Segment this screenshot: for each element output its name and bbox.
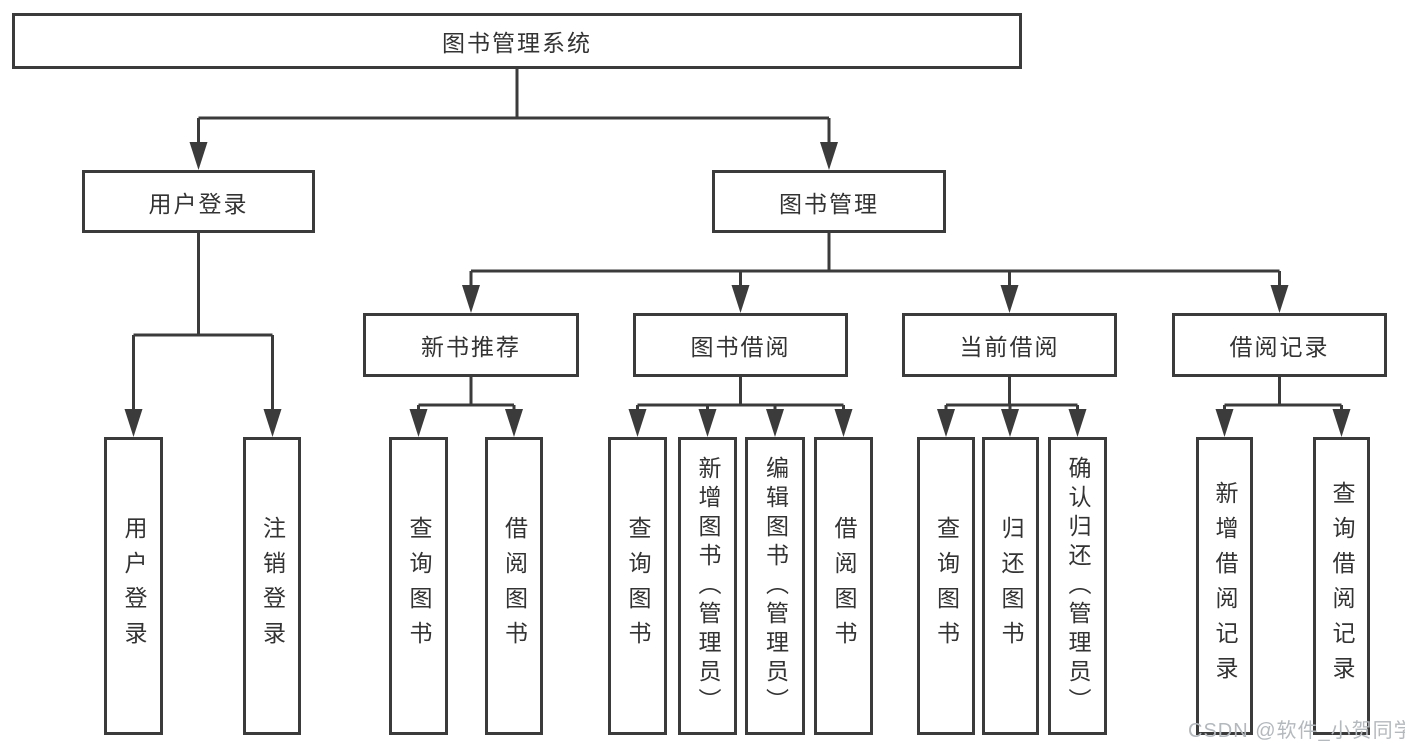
node-root-label: 图书管理系统 [442, 30, 592, 56]
leaf-borrow-books-label: 借阅图书 [831, 516, 857, 656]
node-borrow-records: 借阅记录 [1172, 313, 1387, 377]
connector-book-borrow-to-leaves [636, 377, 845, 411]
arrow-down-icon [731, 285, 750, 313]
arrow-down-icon [1215, 409, 1234, 437]
leaf-query-books-borrow-label: 查询图书 [625, 516, 651, 656]
node-current-borrow: 当前借阅 [902, 313, 1117, 377]
arrow-down-icon [263, 409, 282, 437]
node-current-borrow-label: 当前借阅 [959, 334, 1060, 360]
leaf-user-login-label: 用户登录 [121, 516, 147, 656]
leaf-query-books-recommend-label: 查询图书 [406, 516, 432, 656]
leaf-query-books-borrow: 查询图书 [608, 437, 667, 735]
node-book-management-label: 图书管理 [779, 190, 879, 217]
leaf-return-books: 归还图书 [982, 437, 1039, 735]
connector-new-book-rec-to-leaves [417, 377, 516, 411]
leaf-logout-label: 注销登录 [259, 516, 286, 656]
leaf-confirm-return-admin: 确认归还（管理员） [1048, 437, 1107, 735]
arrow-down-icon [820, 142, 838, 170]
arrow-down-icon [124, 409, 143, 437]
arrow-down-icon [189, 142, 208, 170]
arrow-down-icon [1332, 409, 1351, 437]
connector-current-borrow-to-leaves [944, 377, 1079, 411]
leaf-borrow-books: 借阅图书 [814, 437, 873, 735]
leaf-query-borrow-record: 查询借阅记录 [1313, 437, 1370, 735]
arrow-down-icon [1001, 409, 1019, 437]
leaf-query-books-recommend: 查询图书 [389, 437, 448, 735]
node-root: 图书管理系统 [12, 13, 1022, 69]
arrow-down-icon [1270, 285, 1289, 313]
arrow-down-icon [698, 409, 717, 437]
leaf-logout: 注销登录 [243, 437, 301, 735]
leaf-borrow-books-recommend: 借阅图书 [485, 437, 543, 735]
leaf-borrow-books-recommend-label: 借阅图书 [501, 516, 528, 656]
node-user-login: 用户登录 [82, 170, 315, 233]
leaf-add-books-admin-label: 新增图书（管理员） [695, 455, 721, 717]
node-book-borrow: 图书借阅 [633, 313, 848, 377]
arrow-down-icon [1068, 409, 1087, 437]
connector-root-to-level2 [197, 69, 831, 144]
leaf-add-borrow-record-label: 新增借阅记录 [1212, 481, 1238, 691]
leaf-query-books-current-label: 查询图书 [933, 516, 960, 656]
leaf-return-books-label: 归还图书 [998, 516, 1024, 656]
arrow-down-icon [409, 409, 428, 437]
leaf-edit-books-admin: 编辑图书（管理员） [745, 437, 805, 735]
leaf-add-books-admin: 新增图书（管理员） [678, 437, 737, 735]
node-book-management: 图书管理 [712, 170, 946, 233]
arrow-down-icon [462, 285, 480, 313]
arrow-down-icon [766, 409, 784, 437]
arrow-down-icon [937, 409, 955, 437]
connector-book-management-to-level3 [469, 233, 1281, 287]
leaf-confirm-return-admin-label: 确认归还（管理员） [1065, 455, 1091, 717]
node-user-login-label: 用户登录 [148, 190, 249, 217]
connector-borrow-records-to-leaves [1223, 377, 1343, 411]
csdn-watermark: CSDN @软件_小贺同学 [1188, 720, 1405, 742]
arrow-down-icon [628, 409, 647, 437]
arrow-down-icon [1000, 285, 1019, 313]
arrow-down-icon [505, 409, 523, 437]
node-book-borrow-label: 图书借阅 [690, 334, 791, 360]
arrow-down-icon [834, 409, 853, 437]
leaf-query-books-current: 查询图书 [917, 437, 975, 735]
leaf-add-borrow-record: 新增借阅记录 [1196, 437, 1253, 735]
node-new-book-recommend: 新书推荐 [363, 313, 579, 377]
leaf-edit-books-admin-label: 编辑图书（管理员） [762, 455, 789, 717]
node-borrow-records-label: 借阅记录 [1229, 334, 1330, 360]
leaf-user-login: 用户登录 [104, 437, 163, 735]
leaf-query-borrow-record-label: 查询借阅记录 [1329, 481, 1355, 691]
node-new-book-recommend-label: 新书推荐 [421, 334, 521, 360]
connector-user-login-to-leaves [132, 233, 274, 411]
